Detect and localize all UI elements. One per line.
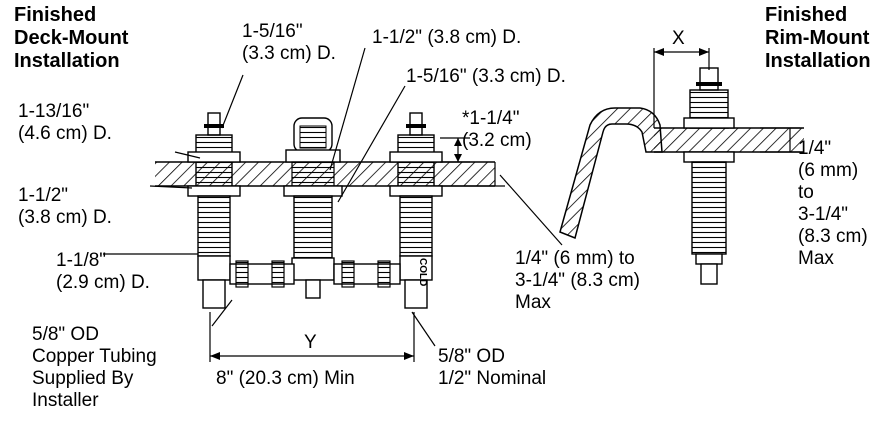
rim-tub-wall xyxy=(559,107,804,240)
spacing-label: 8" (20.3 cm) Min xyxy=(216,368,355,389)
left-valve xyxy=(187,112,241,309)
handle-body-label: 1-5/16" (3.3 cm) D. xyxy=(406,66,566,87)
shank-label: 1-1/8"(2.9 cm) D. xyxy=(56,250,150,293)
spout-body-label: 1-5/16"(3.3 cm) D. xyxy=(242,21,336,64)
center-spout-valve xyxy=(283,117,343,299)
deck-leader-lines xyxy=(103,47,563,362)
dimension-arrows xyxy=(210,138,462,360)
rim-range-label: 1/4"(6 mm)to 3-1/4"(8.3 cm)Max xyxy=(798,138,868,269)
right-valve xyxy=(389,112,443,309)
nut-top-label: 1-13/16"(4.6 cm) D. xyxy=(18,101,112,144)
rim-dimension-arrows xyxy=(654,48,709,56)
x-dimension-label: X xyxy=(672,28,685,49)
rim-dimension-lines xyxy=(653,48,800,153)
cold-mark: COLD xyxy=(417,258,428,286)
copper-tubing xyxy=(229,260,401,288)
nut-bottom-label: 1-1/2"(3.8 cm) D. xyxy=(18,185,112,228)
rim-valve xyxy=(683,67,735,285)
spout-outer-label: 1-1/2" (3.8 cm) D. xyxy=(372,27,522,48)
y-dimension-label: Y xyxy=(304,332,317,353)
thickness-star-label: *1-1/4"(3.2 cm) xyxy=(462,108,532,151)
